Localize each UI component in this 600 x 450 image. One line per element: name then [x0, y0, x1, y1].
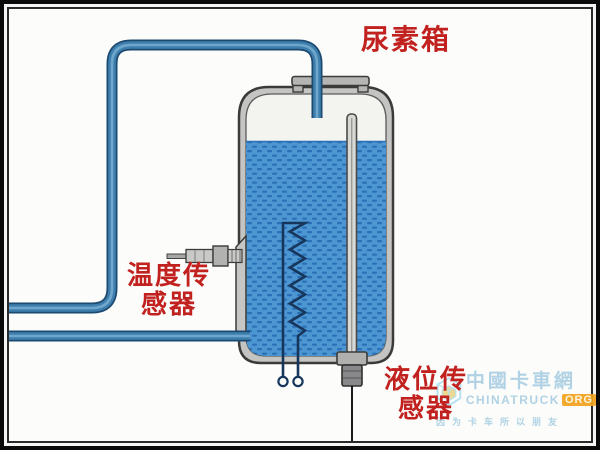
heater-wire-terminal-left	[277, 375, 289, 388]
heater-coil	[281, 221, 310, 376]
supply-pipe	[9, 39, 323, 314]
tank-filler-cap	[291, 75, 370, 93]
watermark-slogan: 因为卡车所以朋友	[436, 417, 565, 427]
level-sensor-tube	[346, 113, 358, 355]
watermark-site-name-en: CHINATRUCK	[465, 392, 560, 407]
urea-liquid	[246, 141, 386, 356]
temperature-sensor-probe	[166, 245, 243, 267]
urea-tank-label: 尿素箱	[360, 25, 451, 56]
level-sensor-fitting	[336, 351, 368, 387]
temperature-sensor-label: 温度传 感器	[126, 261, 211, 320]
level-sensor-label: 液位传 感器	[383, 365, 468, 424]
watermark-site-name-cn: 中國卡車網	[465, 371, 576, 392]
heater-wire-terminal-right	[292, 375, 304, 388]
chinatruck-cube-logo-icon	[436, 377, 462, 407]
chinatruck-watermark: 中國卡車網 CHINATRUCK ORG 因为卡车所以朋友	[436, 372, 596, 428]
watermark-site-tld: ORG	[561, 393, 596, 406]
